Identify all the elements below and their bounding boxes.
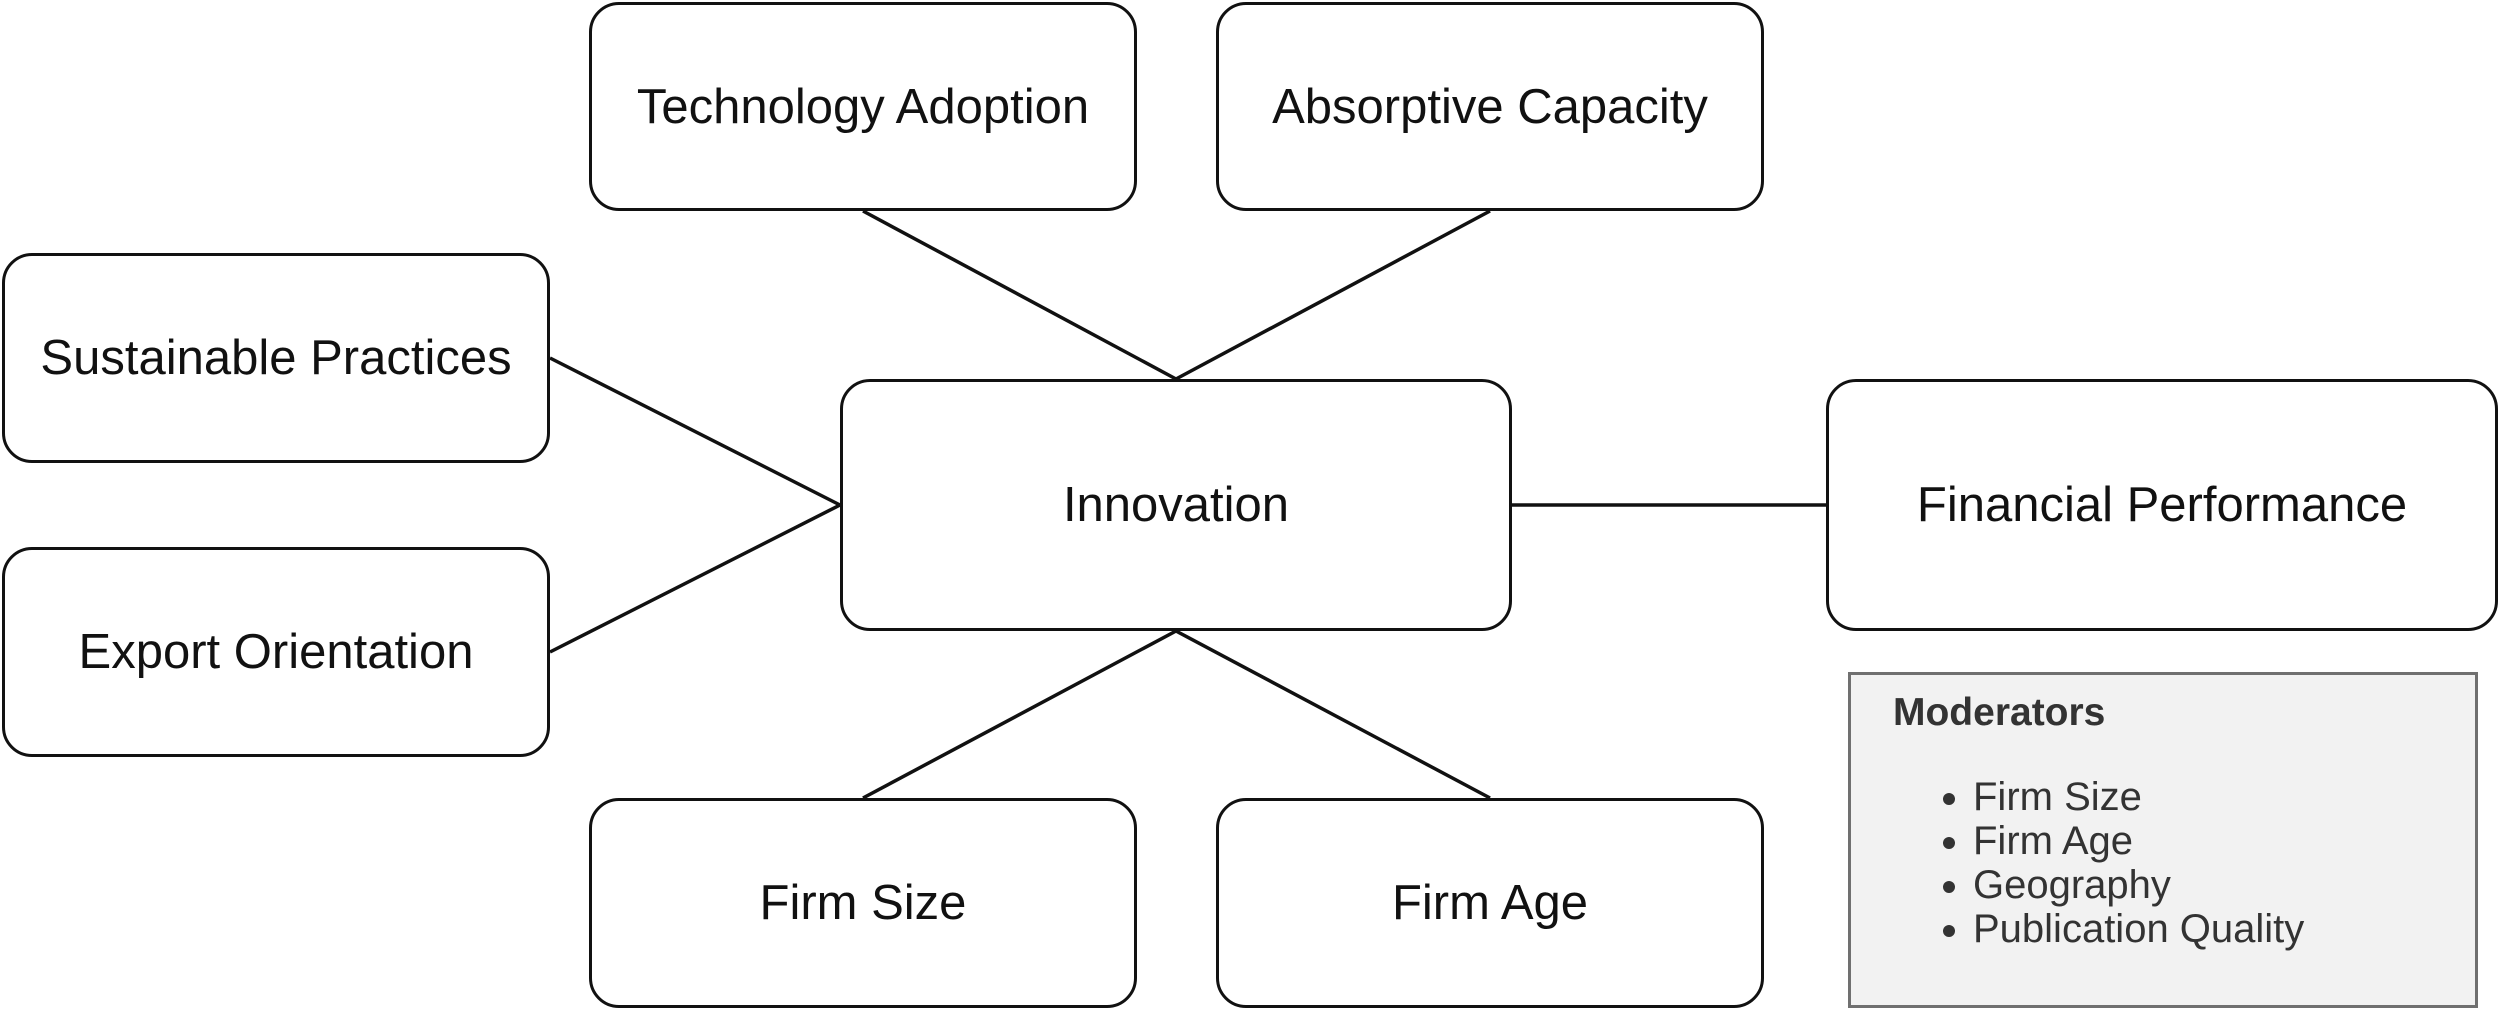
edge-technology-adoption-innovation [862,209,1177,381]
node-firm-size: Firm Size [589,798,1137,1008]
node-label: Innovation [1062,478,1290,532]
node-label: Export Orientation [78,625,474,679]
node-label: Firm Size [759,876,967,930]
edge-innovation-firm-age [1175,629,1491,800]
node-label: Sustainable Practices [40,331,512,385]
moderator-item: Firm Age [1973,819,2475,863]
node-label: Firm Age [1391,876,1589,930]
edge-export-orientation-innovation [549,503,841,654]
edge-innovation-firm-size [862,629,1177,800]
moderators-list: Firm Size Firm Age Geography Publication… [1893,775,2475,951]
moderator-item: Firm Size [1973,775,2475,819]
node-innovation: Innovation [840,379,1512,631]
node-export-orientation: Export Orientation [2,547,550,757]
node-sustainable-practices: Sustainable Practices [2,253,550,463]
node-absorptive-capacity: Absorptive Capacity [1216,2,1764,211]
node-firm-age: Firm Age [1216,798,1764,1008]
moderator-item: Publication Quality [1973,907,2475,951]
moderators-box: Moderators Firm Size Firm Age Geography … [1848,672,2478,1008]
edge-absorptive-capacity-innovation [1175,209,1491,381]
node-label: Financial Performance [1916,478,2408,532]
node-technology-adoption: Technology Adoption [589,2,1137,211]
moderators-title: Moderators [1893,691,2106,734]
node-financial-performance: Financial Performance [1826,379,2498,631]
node-label: Technology Adoption [636,79,1090,134]
node-label: Absorptive Capacity [1272,79,1708,134]
edge-sustainable-practices-innovation [549,356,841,507]
moderator-item: Geography [1973,863,2475,907]
